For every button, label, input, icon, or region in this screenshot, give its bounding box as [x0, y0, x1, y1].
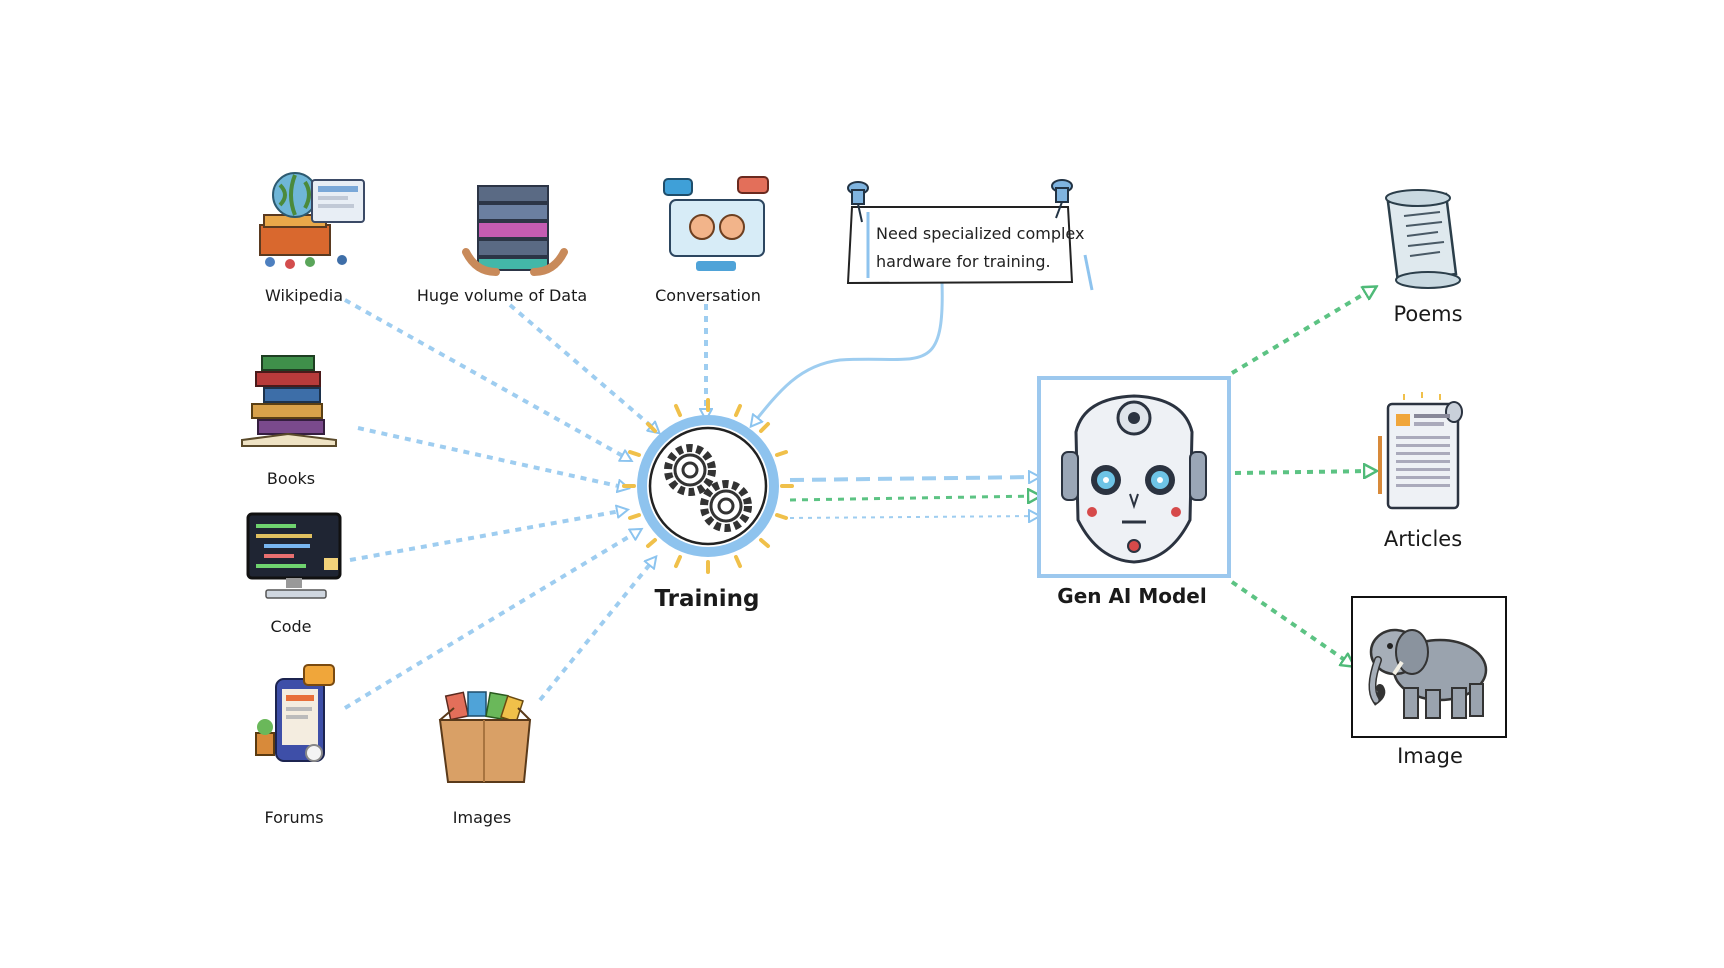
pin-icon	[847, 181, 869, 223]
source-label-huge-data: Huge volume of Data	[416, 286, 588, 305]
arrow-code-training	[349, 510, 626, 562]
arrow-training-model-3	[789, 516, 1038, 518]
server-stack-icon	[462, 185, 568, 276]
robot-head-icon	[1061, 394, 1207, 564]
output-label-poems: Poems	[1393, 302, 1463, 326]
source-label-images: Images	[452, 808, 512, 827]
arrow-images-training	[538, 558, 655, 702]
input-arrows	[343, 298, 706, 710]
arrow-model-poems	[1230, 288, 1374, 375]
output-label-articles: Articles	[1383, 527, 1463, 551]
model-label: Gen AI Model	[1057, 584, 1207, 608]
note-line-1: Need specialized complex	[876, 224, 1085, 243]
note-line-2: hardware for training.	[876, 252, 1051, 271]
arrow-model-image	[1230, 580, 1352, 665]
training-label: Training	[654, 586, 760, 612]
arrow-forums-training	[343, 530, 640, 710]
output-label-image: Image	[1397, 744, 1463, 768]
chat-conversation-icon	[663, 176, 769, 271]
arrow-data-training	[508, 303, 658, 432]
training-hub	[622, 398, 794, 574]
source-label-books: Books	[266, 469, 316, 488]
gen-ai-model-box	[1037, 376, 1231, 578]
training-to-model-arrows	[789, 477, 1038, 518]
elephant-icon	[1368, 628, 1488, 719]
note-text: Need specialized complex hardware for tr…	[876, 220, 1084, 276]
arrow-wikipedia-training	[344, 298, 630, 460]
image-box-icon	[438, 691, 532, 783]
computer-code-icon	[246, 512, 342, 599]
arrow-training-model-2	[789, 496, 1038, 500]
arrow-training-model-1	[789, 477, 1038, 480]
arrow-books-training	[357, 426, 627, 488]
note-connector	[752, 281, 944, 425]
source-label-forums: Forums	[264, 808, 324, 827]
newspaper-icon	[1378, 392, 1463, 510]
elephant-image-frame	[1351, 596, 1507, 738]
spark-ring	[622, 398, 794, 574]
source-label-conversation: Conversation	[655, 286, 761, 305]
source-label-wikipedia: Wikipedia	[264, 286, 344, 305]
wikipedia-globe-icon	[259, 172, 365, 269]
hardware-note	[846, 179, 1094, 291]
output-arrows	[1230, 288, 1374, 665]
arrow-model-articles	[1234, 471, 1374, 473]
gears-icon	[664, 444, 752, 532]
source-label-code: Code	[270, 617, 312, 636]
pin-icon	[1051, 179, 1073, 219]
scroll-icon	[1385, 189, 1461, 289]
book-stack-icon	[241, 355, 337, 447]
forum-phone-icon	[255, 664, 335, 762]
